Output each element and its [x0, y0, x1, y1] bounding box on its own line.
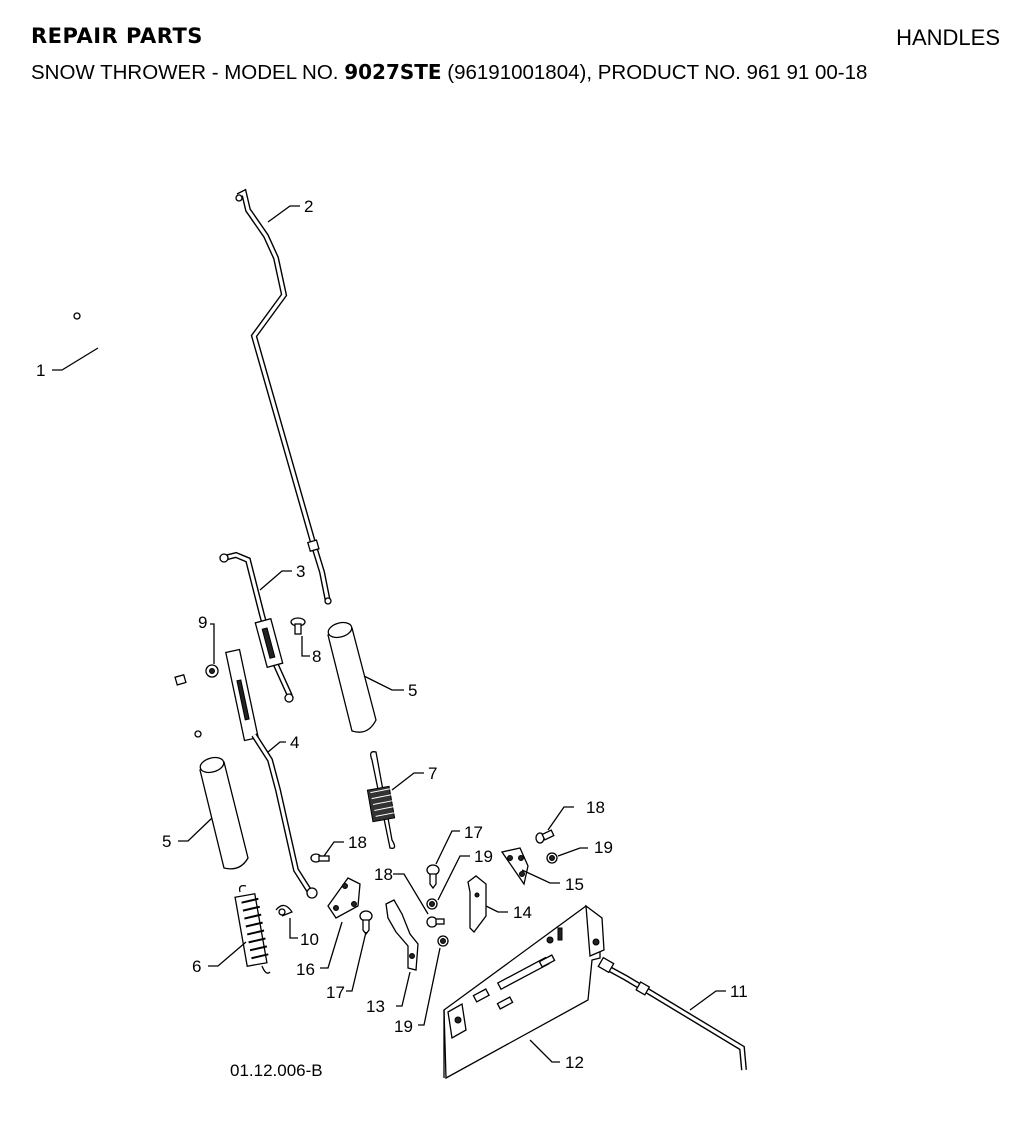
- callout-11: 11: [730, 982, 748, 1001]
- callout-5-upper: 5: [408, 681, 417, 700]
- part-10-pin: [275, 904, 293, 917]
- callout-19-c: 19: [594, 838, 613, 857]
- part-1-handle-rod: [73, 310, 202, 738]
- part-19-nut-a: [426, 898, 438, 910]
- part-6-spring: [234, 884, 271, 974]
- callout-18-b: 18: [374, 865, 393, 884]
- callout-5-lower: 5: [162, 832, 171, 851]
- part-5-grip-lower: [199, 756, 249, 870]
- callout-2: 2: [304, 197, 313, 216]
- part-11-rod: [597, 956, 747, 1071]
- callout-17-a: 17: [464, 823, 483, 842]
- callout-labels: 1 2 3 4 5 5 6 7 8 9 10 11 12 13 14 15 16…: [36, 197, 748, 1072]
- callout-12: 12: [565, 1053, 584, 1072]
- callout-9: 9: [198, 613, 207, 632]
- callout-10: 10: [300, 930, 319, 949]
- part-2-handle-rod: [235, 188, 332, 605]
- callout-19-a: 19: [474, 847, 493, 866]
- model-subtitle: SNOW THROWER - MODEL NO. 9027STE (961910…: [31, 60, 867, 85]
- part-12-mounting-plate: [443, 904, 605, 1080]
- part-16-plate: [327, 877, 361, 919]
- callout-3: 3: [296, 562, 305, 581]
- callout-15: 15: [565, 875, 584, 894]
- part-8-bolt: [290, 617, 306, 635]
- subtitle-prefix: SNOW THROWER - MODEL NO.: [31, 61, 345, 84]
- part-19-nut-b: [437, 935, 449, 947]
- callout-18-a: 18: [348, 833, 367, 852]
- section-title: HANDLES: [896, 25, 1000, 50]
- subtitle-suffix: (96191001804), PRODUCT NO. 961 91 00-18: [441, 61, 868, 84]
- callout-16: 16: [296, 960, 315, 979]
- part-15-plate: [500, 847, 529, 886]
- model-number: 9027STE: [344, 60, 442, 84]
- part-14-bracket: [467, 875, 487, 933]
- part-7-spring: [366, 751, 397, 849]
- callout-19-b: 19: [394, 1017, 413, 1036]
- callout-18-c: 18: [586, 798, 605, 817]
- part-17-bolt-b: [359, 910, 373, 936]
- part-18-bolt-b: [426, 916, 445, 928]
- part-9-nut: [205, 664, 219, 678]
- callout-1: 1: [36, 361, 45, 380]
- part-3-linkage-rod: [219, 551, 294, 703]
- part-4-linkage-rod: [225, 648, 318, 899]
- page-title: REPAIR PARTS: [31, 24, 203, 48]
- part-18-bolt-c: [535, 829, 555, 844]
- callout-6: 6: [192, 957, 201, 976]
- part-13-bracket: [385, 899, 419, 971]
- callout-7: 7: [428, 764, 437, 783]
- callout-4: 4: [290, 733, 299, 752]
- leader-lines: [52, 205, 726, 1063]
- callout-8: 8: [312, 647, 321, 666]
- part-18-bolt-a: [310, 853, 330, 863]
- callout-17-b: 17: [326, 983, 345, 1002]
- drawing-number: 01.12.006-B: [230, 1061, 323, 1080]
- part-5-grip-upper: [327, 621, 377, 733]
- callout-14: 14: [513, 903, 532, 922]
- callout-13: 13: [366, 997, 385, 1016]
- part-17-bolt-a: [426, 864, 440, 890]
- part-19-nut-c: [546, 852, 558, 864]
